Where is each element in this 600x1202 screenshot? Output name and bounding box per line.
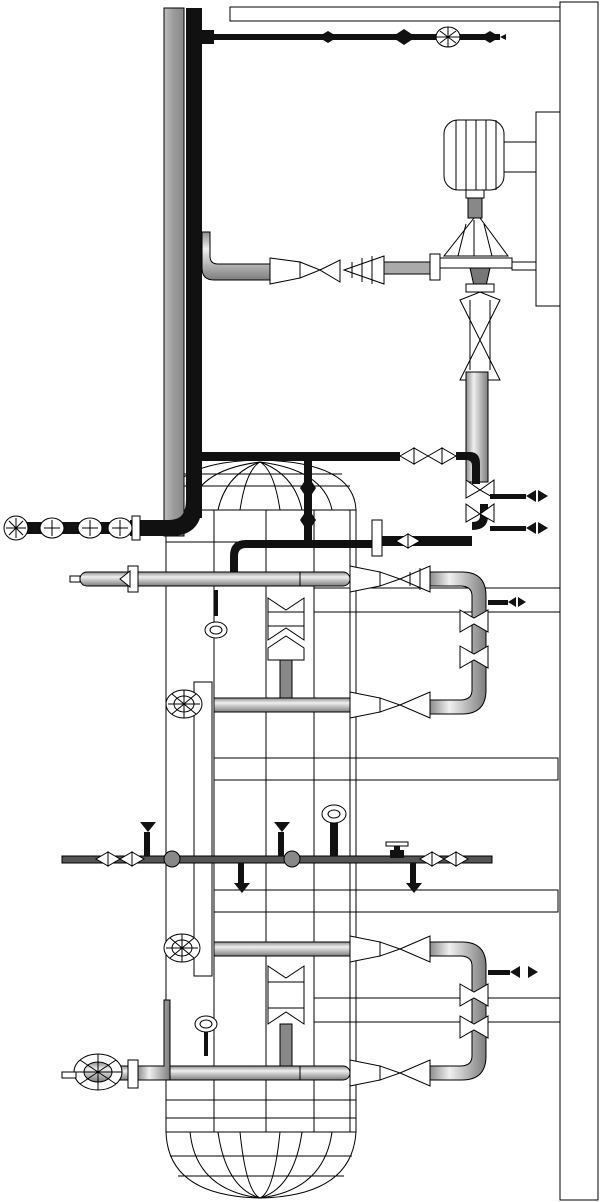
- feed-line: [61, 804, 493, 893]
- top-vent-valve[interactable]: [480, 31, 500, 43]
- vertical-column: [130, 7, 202, 537]
- steam-header: [200, 447, 488, 576]
- lower-loop-valve[interactable]: [398, 935, 431, 963]
- steam-flange: [371, 519, 383, 557]
- feed-valve-1[interactable]: [95, 851, 121, 867]
- upper-circulation-loop: [69, 565, 526, 719]
- upper-gauge: [204, 621, 228, 639]
- motor-support-plate: [535, 111, 561, 307]
- frame-beam-4: [313, 997, 561, 1023]
- left-steam-inlet: [3, 515, 160, 541]
- lower-vertical-valve[interactable]: [267, 965, 305, 1025]
- vessel-shell: [165, 509, 357, 1133]
- lower-circulation-loop: [61, 935, 538, 1091]
- column-shell: [163, 7, 185, 537]
- feed-gauge: [321, 804, 347, 824]
- steam-valve-2[interactable]: [426, 447, 458, 465]
- top-frame-beam: [229, 6, 561, 22]
- steam-riser: [186, 8, 202, 518]
- top-valve-2[interactable]: [392, 29, 416, 45]
- suction-flange: [429, 253, 441, 281]
- top-valve-1[interactable]: [318, 31, 338, 43]
- electric-motor[interactable]: [443, 119, 537, 199]
- support-frame: [213, 1, 599, 1201]
- vessel-bottom-head: [165, 1131, 357, 1199]
- heater-valves[interactable]: [465, 479, 548, 534]
- steam-check-valve[interactable]: [300, 476, 316, 500]
- level-gauge: [163, 681, 213, 977]
- right-frame-column: [559, 1, 599, 1201]
- centrifugal-pump[interactable]: [439, 197, 537, 287]
- upper-vertical-valve[interactable]: [267, 597, 305, 641]
- lower-gauge: [194, 1015, 218, 1033]
- steam-valve-1[interactable]: [398, 447, 430, 465]
- top-steam-line: [200, 26, 506, 48]
- feed-control-valve[interactable]: [390, 850, 404, 858]
- pump-suction-line: [201, 231, 441, 285]
